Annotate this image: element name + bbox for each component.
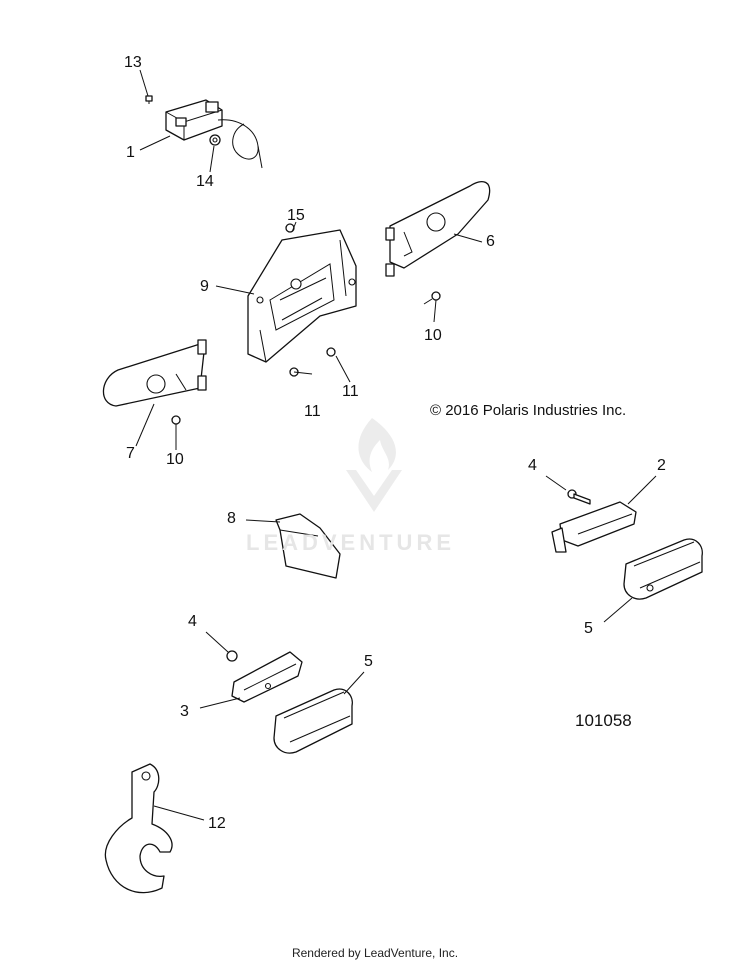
part-14-nut bbox=[209, 134, 221, 146]
part-11-nut-b bbox=[326, 347, 336, 357]
part-7-plate bbox=[102, 339, 207, 407]
part-1-horn bbox=[165, 99, 263, 169]
figure-id: 101058 bbox=[575, 711, 632, 730]
part-12-curved-bracket bbox=[104, 763, 173, 894]
part-9-bracket bbox=[247, 229, 357, 363]
callout-1: 1 bbox=[126, 144, 135, 161]
part-10-bolt-b bbox=[171, 415, 181, 432]
callout-10a: 10 bbox=[424, 327, 442, 344]
leader-lines bbox=[135, 69, 657, 821]
callout-4a: 4 bbox=[528, 457, 537, 474]
callout-7: 7 bbox=[126, 445, 135, 462]
part-4-screw-b bbox=[226, 650, 238, 662]
part-3-light-bracket bbox=[231, 651, 303, 703]
leadventure-watermark-logo bbox=[346, 418, 402, 512]
callout-8: 8 bbox=[227, 510, 236, 527]
callout-14: 14 bbox=[196, 173, 214, 190]
part-13-screw bbox=[145, 95, 153, 104]
callout-12: 12 bbox=[208, 815, 226, 832]
callout-5a: 5 bbox=[584, 620, 593, 637]
callout-4b: 4 bbox=[188, 613, 197, 630]
callout-10b: 10 bbox=[166, 451, 184, 468]
callout-15: 15 bbox=[287, 207, 305, 224]
part-8-bracket bbox=[275, 513, 341, 579]
part-5-lamp-b bbox=[273, 688, 353, 754]
callout-9: 9 bbox=[200, 278, 209, 295]
callout-6: 6 bbox=[486, 233, 495, 250]
part-2-light-bracket bbox=[551, 501, 637, 553]
callout-2: 2 bbox=[657, 457, 666, 474]
part-6-plate bbox=[385, 180, 491, 277]
part-4-screw-a bbox=[567, 489, 591, 505]
callout-11b: 11 bbox=[342, 383, 359, 400]
callout-3: 3 bbox=[180, 703, 189, 720]
part-10-bolt-a bbox=[423, 291, 441, 305]
part-5-lamp-a bbox=[623, 538, 703, 600]
copyright-text: © 2016 Polaris Industries Inc. bbox=[430, 402, 627, 419]
callout-11a: 11 bbox=[304, 403, 321, 420]
callout-13: 13 bbox=[124, 54, 142, 71]
callout-5b: 5 bbox=[364, 653, 373, 670]
watermark-text: LEADVENTURE bbox=[246, 530, 456, 555]
footer-credit: Rendered by LeadVenture, Inc. bbox=[291, 946, 459, 960]
